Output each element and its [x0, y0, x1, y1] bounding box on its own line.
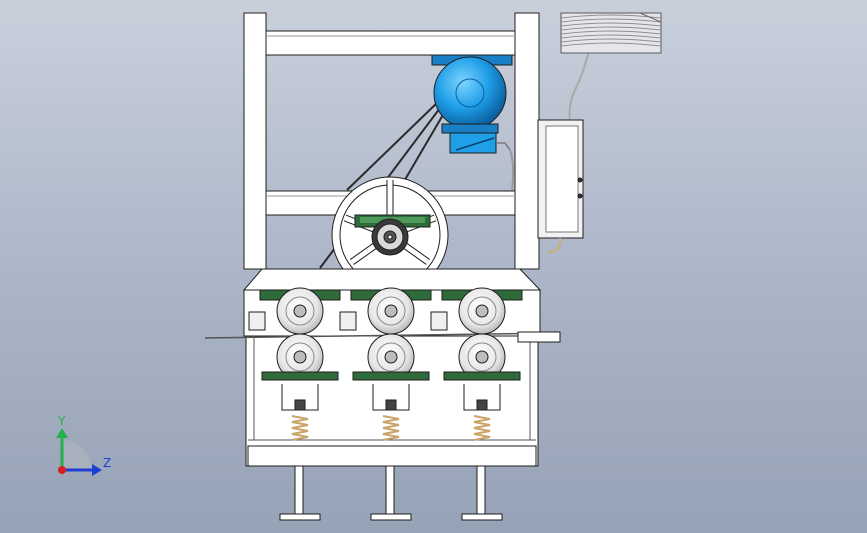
frame-left-post	[243, 12, 267, 270]
compression-spring	[382, 415, 400, 441]
machine-assembly	[204, 12, 662, 521]
triad-z-label: Z	[103, 456, 112, 470]
wire-coil	[560, 12, 662, 54]
triad-quadrant	[62, 440, 92, 470]
roller-station-2[interactable]	[339, 287, 432, 441]
roller-station-1[interactable]	[248, 287, 341, 441]
motor-cable	[509, 149, 515, 191]
control-box[interactable]	[537, 119, 584, 253]
x-axis-icon	[58, 466, 66, 474]
motor-body	[433, 56, 507, 130]
coil-cable	[568, 44, 591, 121]
compression-spring	[291, 415, 309, 441]
motor-base	[441, 123, 499, 134]
frame-right-post	[514, 12, 540, 270]
triad-y-label: Y	[58, 414, 66, 428]
drive-pulley[interactable]	[371, 218, 409, 256]
compression-spring	[473, 415, 491, 441]
frame-top-beam	[265, 30, 516, 56]
wire-guide-right	[517, 331, 561, 343]
orientation-triad[interactable]	[56, 428, 102, 476]
roller-station-3[interactable]	[430, 287, 523, 441]
support-legs	[279, 465, 503, 521]
electric-motor[interactable]	[431, 54, 513, 154]
